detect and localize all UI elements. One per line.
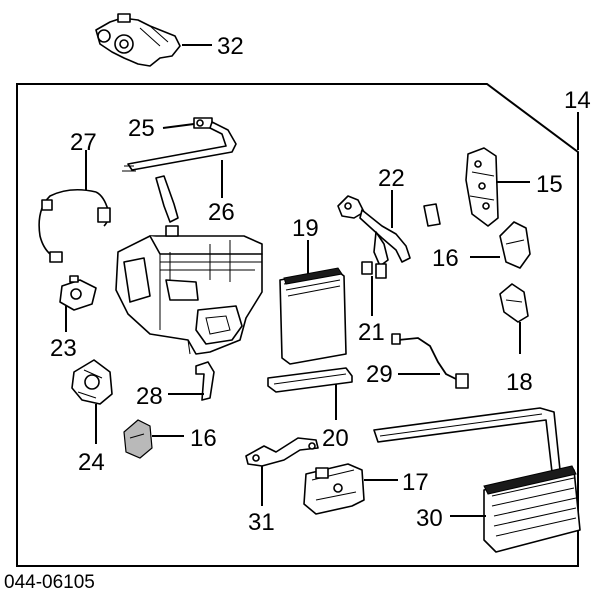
part-31-bracket — [245, 437, 319, 467]
callout-29: 29 — [366, 361, 393, 388]
assembly-frame — [16, 83, 579, 567]
callout-15: 15 — [536, 171, 563, 198]
callout-19: 19 — [292, 215, 319, 242]
callout-24: 24 — [78, 449, 105, 476]
callout-25: 25 — [128, 115, 155, 142]
callout-21: 21 — [358, 319, 385, 346]
callout-32: 32 — [217, 33, 244, 60]
part-29-sensor-wire — [391, 333, 469, 389]
part-26-hose — [122, 121, 237, 223]
drawing-code: 044-06105 — [4, 572, 95, 593]
callout-16-upper: 16 — [432, 245, 459, 272]
part-18-clip — [499, 283, 529, 323]
part-19-evaporator — [279, 267, 347, 365]
part-22-pipe-assembly — [337, 195, 441, 279]
part-17-control-unit — [303, 463, 365, 515]
callout-22: 22 — [378, 165, 405, 192]
part-30-heater-core — [373, 407, 581, 553]
callout-28: 28 — [136, 383, 163, 410]
part-16-upper-clip — [499, 221, 531, 269]
callout-31: 31 — [248, 509, 275, 536]
part-24-servo-motor — [71, 359, 113, 405]
part-27-wire-harness — [38, 154, 111, 263]
part-15-bracket — [465, 147, 499, 227]
callout-23: 23 — [50, 335, 77, 362]
leader-25 — [162, 123, 195, 129]
part-20-filter — [267, 367, 353, 393]
part-23-damper-servo — [59, 275, 97, 311]
callout-17: 17 — [402, 469, 429, 496]
callout-27: 27 — [70, 129, 97, 156]
callout-30: 30 — [416, 505, 443, 532]
callout-14: 14 — [564, 87, 591, 114]
heater-unit-housing — [115, 225, 263, 355]
part-28-drain-hose — [195, 361, 215, 401]
part-16-lower-bracket — [123, 419, 153, 459]
part-32-valve — [95, 13, 181, 67]
callout-20: 20 — [322, 425, 349, 452]
callout-16-lower: 16 — [190, 425, 217, 452]
callout-18: 18 — [506, 369, 533, 396]
part-25-sensor — [193, 117, 213, 129]
callout-26: 26 — [208, 199, 235, 226]
